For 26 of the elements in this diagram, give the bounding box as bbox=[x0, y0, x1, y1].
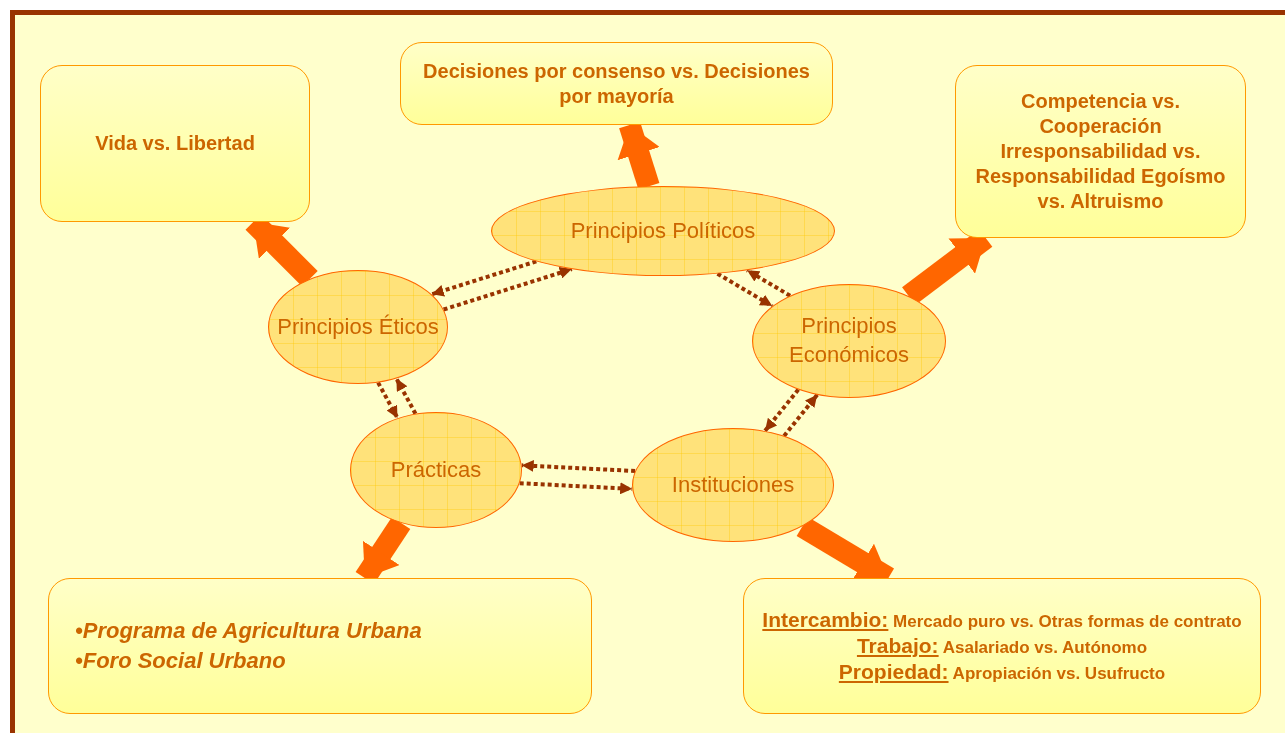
node-text: Principios Políticos bbox=[570, 216, 756, 245]
node-text: Intercambio: Mercado puro vs. Otras formas de contrato bbox=[761, 606, 1243, 633]
node-text: Principios Éticos bbox=[277, 312, 439, 341]
dotted-arrow bbox=[443, 267, 573, 312]
node-text: Decisiones por consenso vs. Decisiones por mayoría bbox=[422, 58, 811, 109]
node-text: Prácticas bbox=[390, 455, 482, 484]
node-text: Competencia vs. Cooperación Irresponsabilidad vs. Responsabilidad Egoísmo vs. Altruismo bbox=[974, 89, 1227, 214]
bullet-item: •Foro Social Urbano bbox=[75, 647, 286, 675]
dotted-arrow bbox=[521, 459, 636, 473]
node-text: Principios Económicos bbox=[788, 312, 910, 369]
dotted-arrow bbox=[431, 259, 537, 297]
text-box bbox=[955, 65, 1246, 238]
node-text: Instituciones bbox=[671, 470, 795, 499]
node-text: Vida vs. Libertad bbox=[95, 131, 255, 156]
bullet-item: •Programa de Agricultura Urbana bbox=[75, 617, 422, 646]
text-box bbox=[48, 578, 592, 714]
node-text: Trabajo: Asalariado vs. Autónomo bbox=[855, 632, 1149, 659]
dotted-arrow bbox=[746, 268, 792, 298]
text-box bbox=[40, 65, 310, 222]
text-box bbox=[743, 578, 1261, 714]
node-text: Propiedad: Apropiación vs. Usufructo bbox=[837, 659, 1167, 686]
dotted-arrow bbox=[716, 271, 774, 308]
dotted-arrow bbox=[782, 393, 819, 438]
text-box bbox=[400, 42, 833, 125]
dotted-arrow bbox=[519, 481, 633, 495]
dotted-arrow bbox=[763, 388, 800, 433]
